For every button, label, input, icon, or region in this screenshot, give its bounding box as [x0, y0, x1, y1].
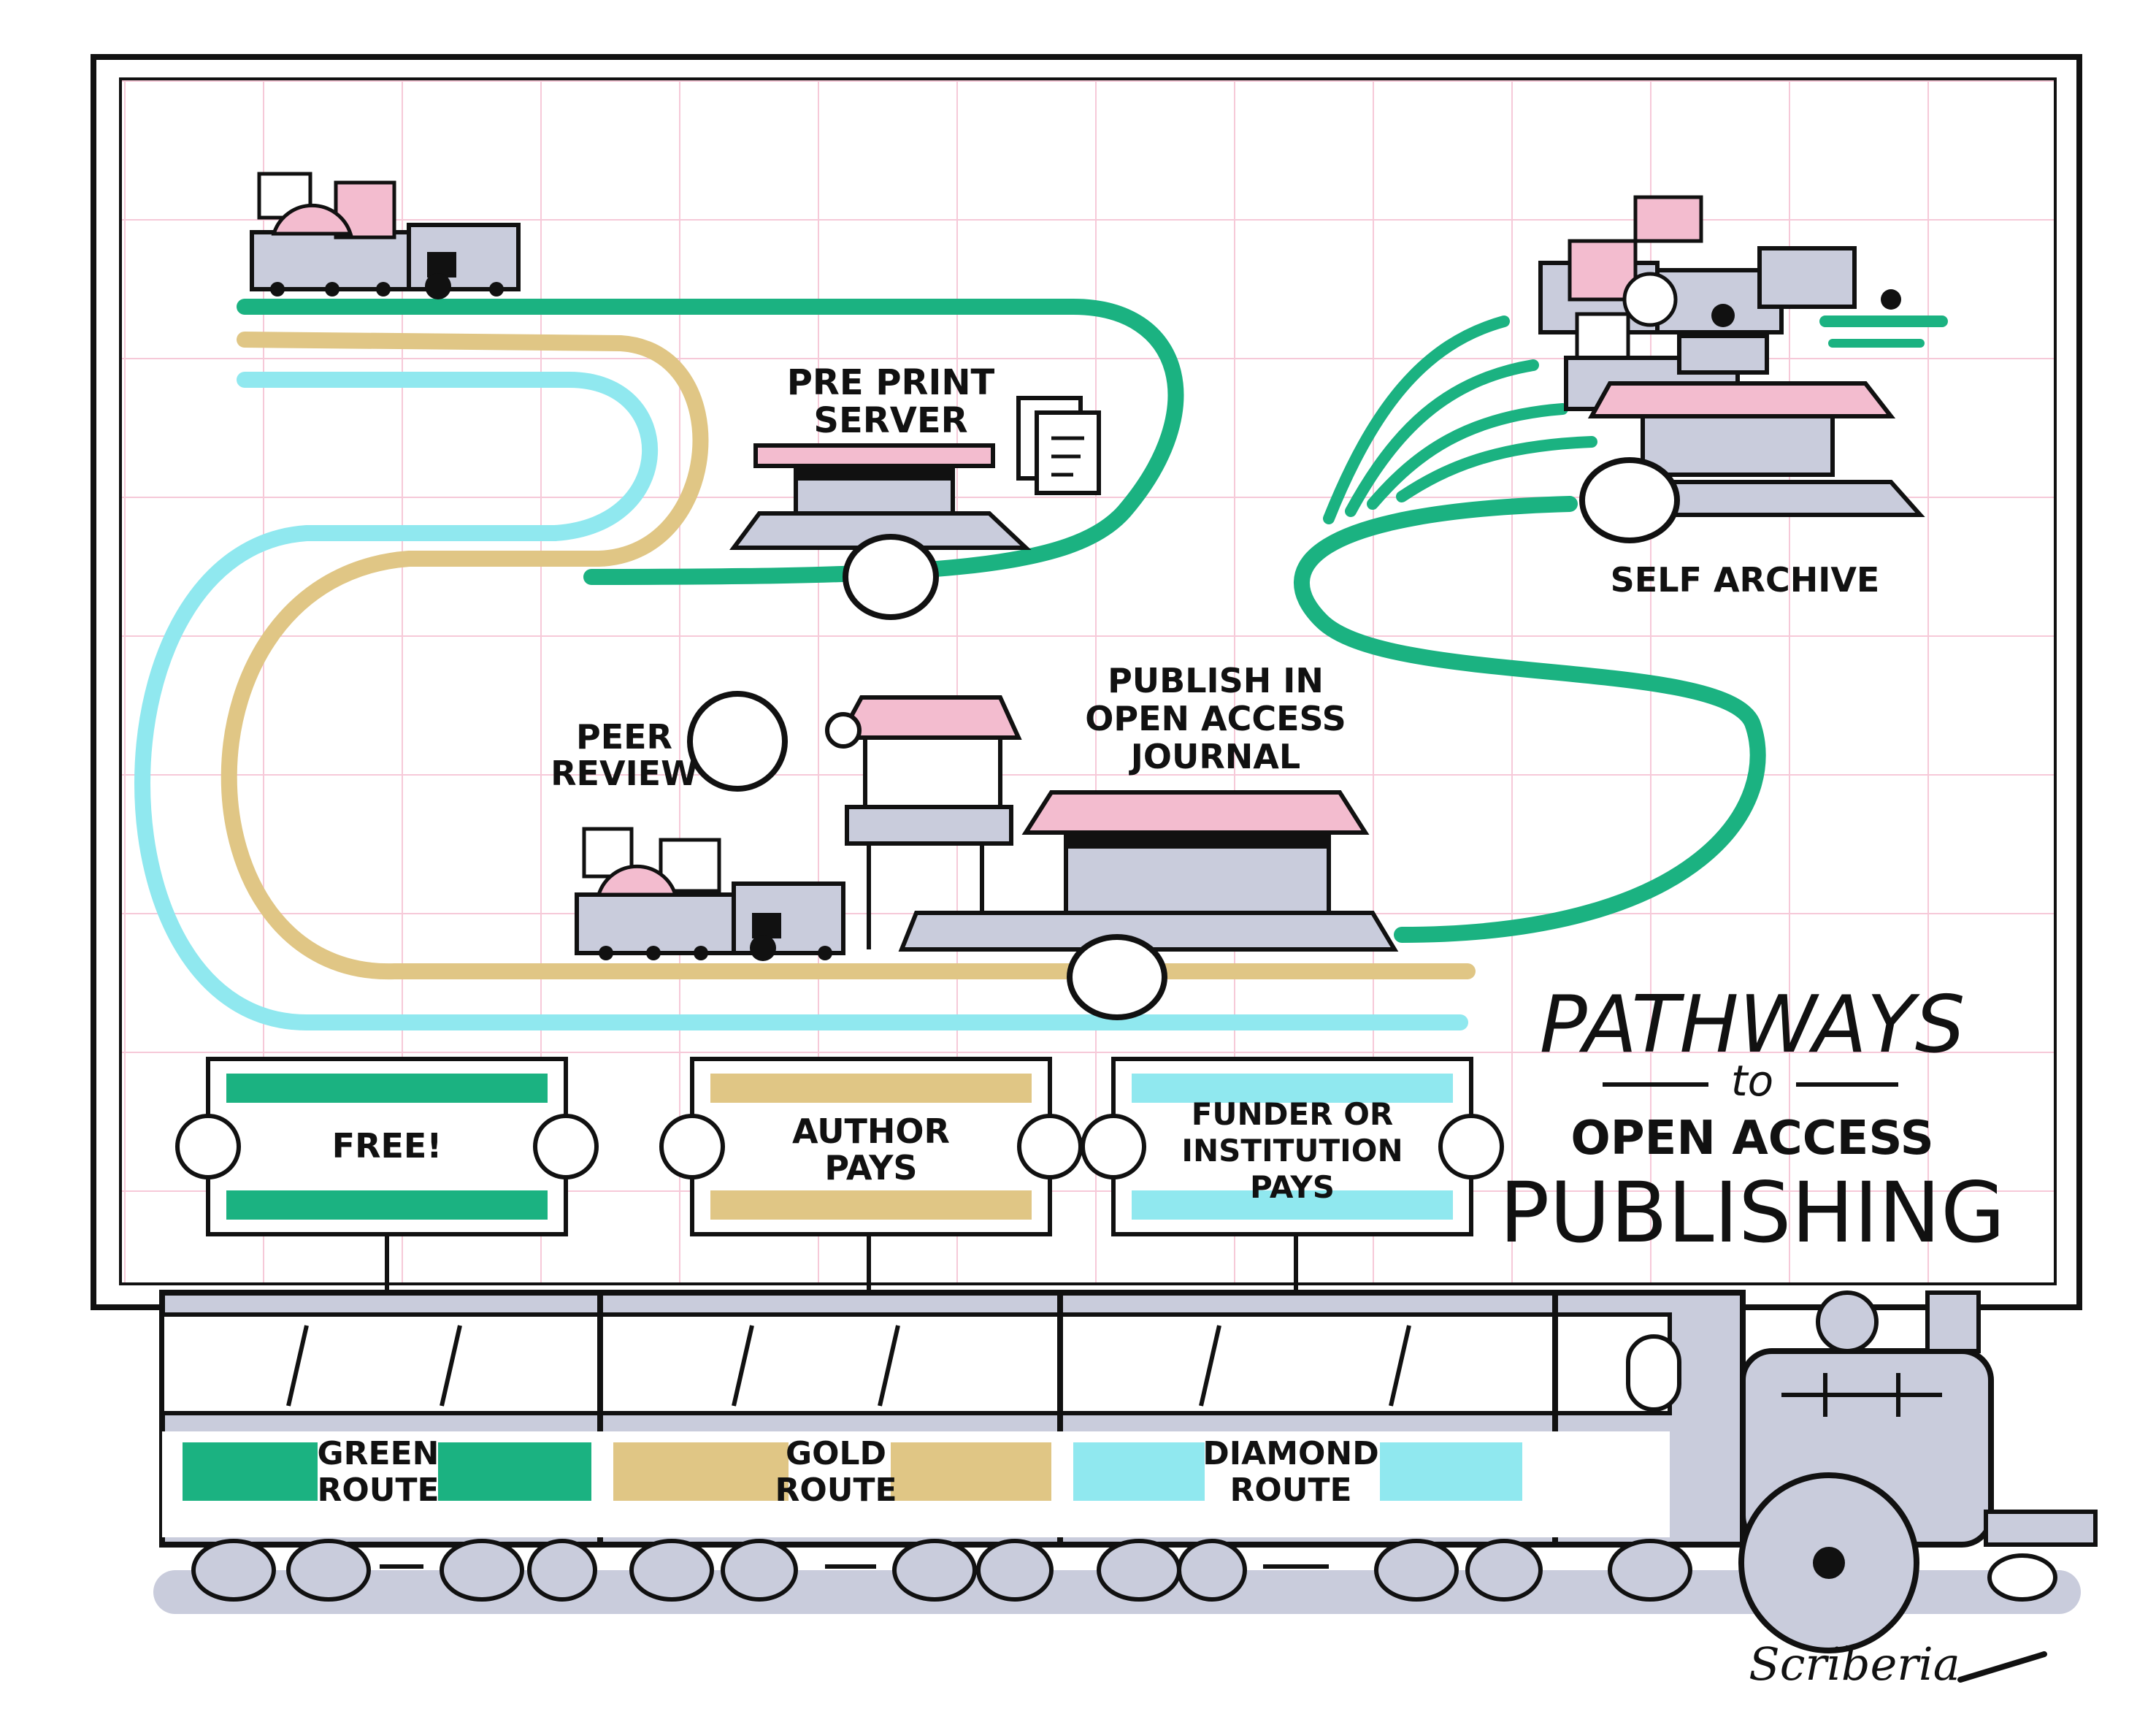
- journal-label-2: OPEN ACCESS: [1085, 699, 1346, 738]
- ticket-diamond-text-1: FUNDER OR: [1192, 1096, 1394, 1132]
- ticket-diamond-text-3: PAYS: [1250, 1169, 1335, 1205]
- ticket-green-text: FREE!: [332, 1126, 442, 1166]
- route-green-text-1: GREEN: [318, 1435, 440, 1472]
- preprint-label-2: SERVER: [813, 400, 967, 441]
- route-diamond: [1073, 1442, 1522, 1501]
- peer-review-station: [687, 691, 1022, 949]
- title-line-3: OPEN ACCESS: [1570, 1112, 1933, 1166]
- preprint-station: [729, 396, 1101, 620]
- pen-icon: [1957, 1651, 2047, 1683]
- peer-review-label-2: REVIEW: [550, 754, 698, 793]
- journal-label-1: PUBLISH IN: [1108, 661, 1324, 700]
- data-train-middle: [575, 827, 845, 961]
- journal-label-3: JOURNAL: [1129, 737, 1300, 776]
- ticket-gold: [659, 1057, 1083, 1293]
- diamond-track: [134, 372, 1468, 1030]
- self-archive-station: [1538, 195, 1925, 543]
- route-diamond-text-2: ROUTE: [1229, 1472, 1351, 1509]
- preprint-label-1: PRE PRINT: [787, 362, 995, 403]
- route-gold-text-2: ROUTE: [775, 1472, 897, 1509]
- route-gold-text-1: GOLD: [786, 1435, 886, 1472]
- title-line-4: PUBLISHING: [1500, 1164, 2006, 1261]
- route-green: [183, 1442, 591, 1501]
- route-diamond-text-1: DIAMOND: [1202, 1435, 1378, 1472]
- peer-review-label-1: PEER: [576, 717, 672, 757]
- train-wheels: [191, 1539, 1692, 1602]
- route-gold: [613, 1442, 1051, 1501]
- signature: Scriberia: [1749, 1637, 1960, 1691]
- title-line-2: to: [1731, 1056, 1773, 1106]
- gold-track: [220, 332, 1476, 980]
- ticket-diamond-text-2: INSTITUTION: [1181, 1133, 1403, 1169]
- ticket-green: [175, 1057, 599, 1293]
- journal-station: [898, 790, 1399, 1020]
- data-train-top: [250, 172, 521, 299]
- ticket-gold-text-1: AUTHOR: [792, 1112, 950, 1151]
- ticket-gold-text-2: PAYS: [824, 1148, 917, 1187]
- route-green-text-2: ROUTE: [317, 1472, 439, 1509]
- title-line-1: PATHWAYS: [1540, 979, 1965, 1071]
- self-archive-label: SELF ARCHIVE: [1611, 560, 1880, 600]
- ticket-diamond: [1081, 1057, 1504, 1293]
- green-track: [237, 299, 1948, 943]
